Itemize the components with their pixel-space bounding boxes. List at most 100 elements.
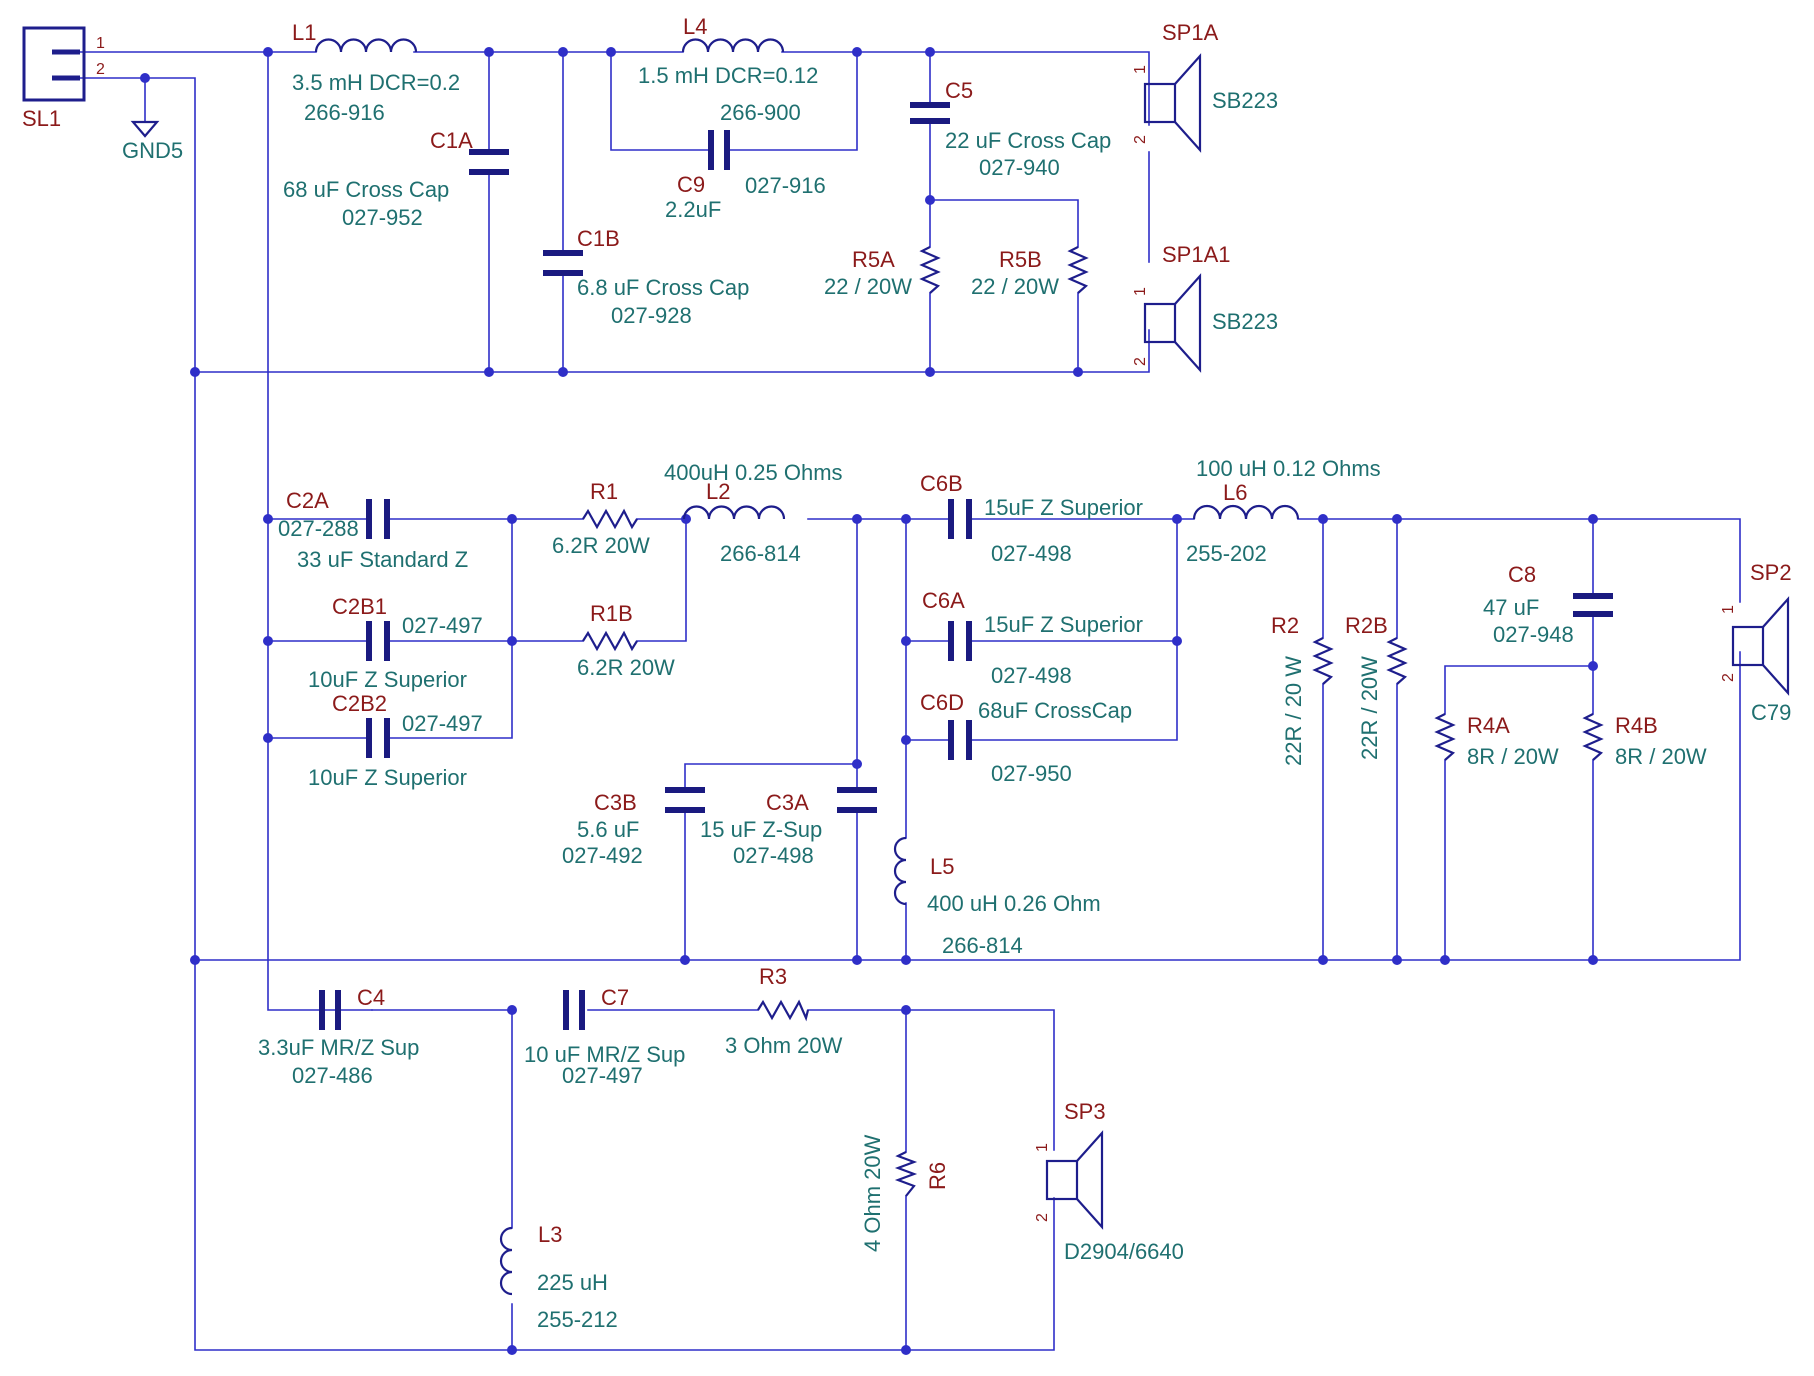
capacitor-c7: C7 10 uF MR/Z Sup 027-497 [524, 985, 685, 1088]
capacitor-c1b: C1B 6.8 uF Cross Cap 027-928 [543, 226, 749, 328]
c4-ref: C4 [357, 985, 385, 1010]
sp1a1-model: SB223 [1212, 309, 1278, 334]
c6b-part: 027-498 [991, 541, 1072, 566]
l4-value: 1.5 mH DCR=0.12 [638, 63, 818, 88]
sp2-model: C79 [1751, 700, 1791, 725]
r2-ref: R2 [1271, 613, 1299, 638]
r5a-ref: R5A [852, 247, 895, 272]
c2b2-value: 10uF Z Superior [308, 765, 467, 790]
l1-ref: L1 [292, 20, 316, 45]
resistor-r1b: R1B 6.2R 20W [577, 601, 675, 680]
capacitor-c6b: C6B 15uF Z Superior 027-498 [920, 471, 1143, 566]
sp2-pin2: 2 [1720, 673, 1737, 682]
l3-part: 255-212 [537, 1307, 618, 1332]
c1a-part: 027-952 [342, 205, 423, 230]
c3b-ref: C3B [594, 790, 637, 815]
r4a-value: 8R / 20W [1467, 744, 1559, 769]
c2a-ref: C2A [286, 488, 329, 513]
c1a-value: 68 uF Cross Cap [283, 177, 449, 202]
r6-value: 4 Ohm 20W [860, 1134, 885, 1252]
gnd5-label: GND5 [122, 138, 183, 163]
r4b-ref: R4B [1615, 713, 1658, 738]
resistor-r5a: R5A 22 / 20W [824, 246, 941, 299]
resistor-r2: R2 22R / 20 W [1271, 613, 1334, 766]
resistor-r3: R3 3 Ohm 20W [725, 964, 843, 1058]
c3b-value: 5.6 uF [577, 817, 639, 842]
wires [79, 51, 1741, 1351]
sp1a-pin1: 1 [1132, 65, 1149, 74]
c1b-part: 027-928 [611, 303, 692, 328]
c3a-value: 15 uF Z-Sup [700, 817, 822, 842]
c9-part: 027-916 [745, 173, 826, 198]
r1b-value: 6.2R 20W [577, 655, 675, 680]
r4a-ref: R4A [1467, 713, 1510, 738]
r1b-ref: R1B [590, 601, 633, 626]
r2-value: 22R / 20 W [1281, 656, 1306, 766]
c1b-value: 6.8 uF Cross Cap [577, 275, 749, 300]
inductor-l2: L2 400uH 0.25 Ohms 266-814 [664, 460, 843, 566]
capacitor-c8: C8 47 uF 027-948 [1483, 562, 1613, 647]
sp1a1-pin2: 2 [1132, 357, 1149, 366]
c7-ref: C7 [601, 985, 629, 1010]
sp1a-ref: SP1A [1162, 20, 1219, 45]
resistor-r6: R6 4 Ohm 20W [860, 1134, 950, 1252]
capacitor-c2b1: C2B1 027-497 10uF Z Superior [308, 594, 483, 692]
capacitor-c2a: C2A 027-288 33 uF Standard Z [278, 488, 468, 572]
l5-part: 266-814 [942, 933, 1023, 958]
sl1-pin2: 2 [96, 61, 105, 78]
c9-ref: C9 [677, 172, 705, 197]
l5-value: 400 uH 0.26 Ohm [927, 891, 1101, 916]
sp1a-pin2: 2 [1132, 135, 1149, 144]
l2-part: 266-814 [720, 541, 801, 566]
inductor-l5: L5 400 uH 0.26 Ohm 266-814 [893, 836, 1101, 958]
c3a-ref: C3A [766, 790, 809, 815]
c3b-part: 027-492 [562, 843, 643, 868]
c7-value: 10 uF MR/Z Sup [524, 1042, 685, 1067]
speaker-sp3: SP3 D2904/6640 1 2 [1034, 1099, 1184, 1264]
resistor-r4b: R4B 8R / 20W [1582, 713, 1707, 769]
ground-symbol: GND5 [122, 120, 183, 163]
c3a-part: 027-498 [733, 843, 814, 868]
c1b-ref: C1B [577, 226, 620, 251]
c6a-ref: C6A [922, 588, 965, 613]
capacitor-c9: C9 2.2uF 027-916 [665, 130, 826, 222]
connector-sl1: 1 2 SL1 [22, 26, 105, 131]
l3-ref: L3 [538, 1222, 562, 1247]
resistor-r4a: R4A 8R / 20W [1434, 713, 1559, 769]
r1-ref: R1 [590, 479, 618, 504]
l2-value: 400uH 0.25 Ohms [664, 460, 843, 485]
capacitor-c1a: C1A 68 uF Cross Cap 027-952 [283, 128, 509, 230]
resistor-r5b: R5B 22 / 20W [971, 246, 1089, 299]
l1-value: 3.5 mH DCR=0.2 [292, 70, 460, 95]
sp1a1-pin1: 1 [1132, 287, 1149, 296]
c5-part: 027-940 [979, 155, 1060, 180]
capacitor-c6a: C6A 15uF Z Superior 027-498 [922, 588, 1143, 688]
c2b1-ref: C2B1 [332, 594, 387, 619]
inductor-l3: L3 225 uH 255-212 [499, 1222, 618, 1332]
l5-ref: L5 [930, 854, 954, 879]
c8-value: 47 uF [1483, 595, 1539, 620]
c4-part: 027-486 [292, 1063, 373, 1088]
capacitor-c3a: C3A 15 uF Z-Sup 027-498 [700, 787, 877, 868]
r5b-ref: R5B [999, 247, 1042, 272]
sp1a1-ref: SP1A1 [1162, 242, 1231, 267]
sp3-pin1: 1 [1034, 1143, 1051, 1152]
sp3-ref: SP3 [1064, 1099, 1106, 1124]
c8-ref: C8 [1508, 562, 1536, 587]
sl1-pin1: 1 [96, 35, 105, 52]
l4-part: 266-900 [720, 100, 801, 125]
l4-ref: L4 [683, 14, 707, 39]
sp3-model: D2904/6640 [1064, 1239, 1184, 1264]
c2b2-part: 027-497 [402, 711, 483, 736]
r3-ref: R3 [759, 964, 787, 989]
c2b2-ref: C2B2 [332, 691, 387, 716]
c6b-ref: C6B [920, 471, 963, 496]
c6a-part: 027-498 [991, 663, 1072, 688]
r5a-value: 22 / 20W [824, 274, 912, 299]
inductor-l6: L6 100 uH 0.12 Ohms 255-202 [1186, 456, 1381, 566]
sp2-pin1: 1 [1720, 605, 1737, 614]
c6d-part: 027-950 [991, 761, 1072, 786]
capacitor-c4: C4 3.3uF MR/Z Sup 027-486 [258, 985, 419, 1088]
c5-value: 22 uF Cross Cap [945, 128, 1111, 153]
